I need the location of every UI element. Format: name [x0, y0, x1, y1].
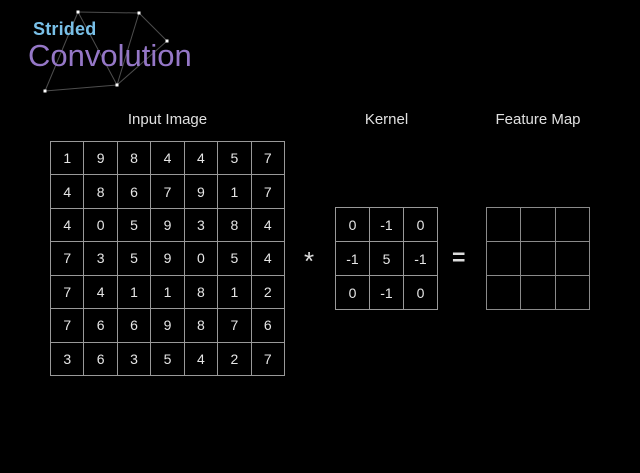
input-cell: 0 — [184, 242, 219, 276]
input-cell: 6 — [117, 309, 152, 343]
kernel-cell: 5 — [370, 242, 404, 276]
feature-cell — [555, 242, 590, 276]
input-cell: 4 — [151, 142, 185, 176]
input-cell: 1 — [218, 175, 252, 209]
input-cell: 2 — [218, 342, 252, 376]
input-cell: 3 — [184, 208, 219, 243]
input-cell: 6 — [84, 309, 118, 343]
title-convolution: Convolution — [28, 38, 192, 73]
input-cell: 3 — [84, 242, 118, 276]
constellation-graphic — [43, 10, 169, 93]
input-cell: 8 — [84, 175, 118, 209]
convolution-operator: * — [304, 246, 315, 276]
input-cell: 9 — [84, 142, 118, 176]
input-cell: 6 — [117, 175, 152, 209]
feature-cell — [521, 242, 556, 276]
input-cell: 5 — [117, 242, 152, 276]
input-cell: 9 — [184, 175, 219, 209]
feature-cell — [487, 276, 522, 310]
input-cell: 7 — [251, 175, 285, 209]
input-cell: 1 — [51, 142, 85, 176]
input-cell: 8 — [184, 309, 219, 343]
input-cell: 4 — [51, 175, 85, 209]
input-cell: 3 — [117, 342, 152, 376]
feature-cell — [487, 208, 522, 242]
input-cell: 5 — [218, 142, 252, 176]
input-cell: 0 — [84, 208, 118, 243]
feature-cell — [555, 208, 590, 242]
feature-cell — [487, 242, 522, 276]
input-cell: 8 — [218, 208, 252, 243]
input-cell: 9 — [151, 309, 185, 343]
input-cell: 5 — [218, 242, 252, 276]
input-cell: 1 — [151, 275, 185, 310]
input-cell: 7 — [51, 275, 85, 310]
feature-map-grid — [486, 207, 590, 310]
kernel-cell: 0 — [336, 276, 370, 310]
input-cell: 4 — [251, 208, 285, 243]
input-cell: 7 — [51, 242, 85, 276]
input-cell: 9 — [151, 208, 185, 243]
input-cell: 4 — [184, 342, 219, 376]
kernel-label: Kernel — [364, 111, 409, 128]
input-cell: 1 — [218, 275, 252, 310]
feature-cell — [521, 276, 556, 310]
input-image-label: Input Image — [127, 111, 208, 128]
input-cell: 5 — [151, 342, 185, 376]
input-cell: 7 — [251, 142, 285, 176]
input-cell: 6 — [84, 342, 118, 376]
input-cell: 7 — [251, 342, 285, 376]
kernel-cell: -1 — [404, 242, 438, 276]
input-cell: 8 — [184, 275, 219, 310]
title-strided: Strided — [33, 19, 97, 39]
kernel-cell: 0 — [336, 208, 370, 242]
kernel-cell: -1 — [370, 208, 404, 242]
kernel-cell: 0 — [404, 208, 438, 242]
input-cell: 5 — [117, 208, 152, 243]
feature-cell — [521, 208, 556, 242]
input-cell: 4 — [51, 208, 85, 243]
equals-operator: = — [452, 244, 466, 270]
feature-cell — [555, 276, 590, 310]
input-cell: 1 — [117, 275, 152, 310]
input-cell: 7 — [51, 309, 85, 343]
feature-map-label: Feature Map — [495, 111, 581, 128]
kernel-cell: -1 — [370, 276, 404, 310]
input-cell: 7 — [151, 175, 185, 209]
input-cell: 4 — [84, 275, 118, 310]
input-cell: 8 — [117, 142, 152, 176]
input-cell: 4 — [251, 242, 285, 276]
input-cell: 4 — [184, 142, 219, 176]
kernel-cell: -1 — [336, 242, 370, 276]
input-cell: 2 — [251, 275, 285, 310]
kernel-cell: 0 — [404, 276, 438, 310]
input-cell: 7 — [218, 309, 252, 343]
input-cell: 9 — [151, 242, 185, 276]
input-cell: 6 — [251, 309, 285, 343]
input-cell: 3 — [51, 342, 85, 376]
